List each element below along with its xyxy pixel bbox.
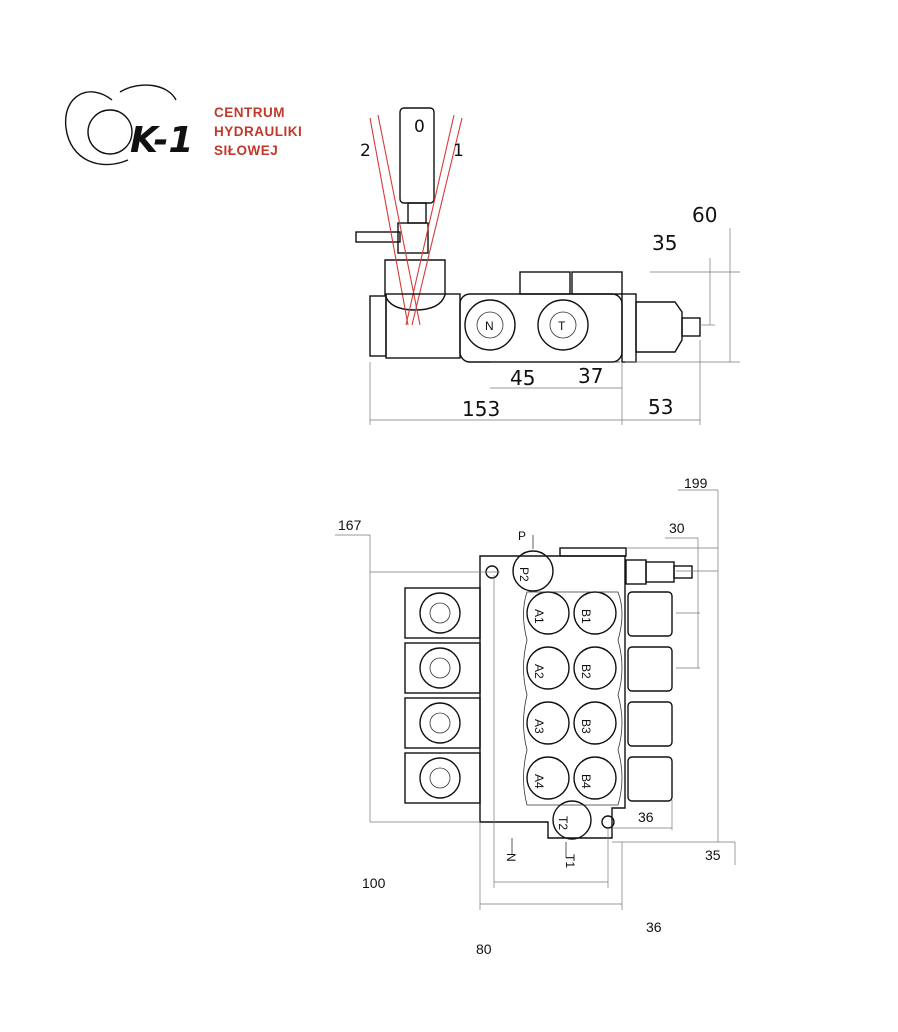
logo-swoosh-outer: [65, 91, 129, 166]
label-n: N: [504, 853, 518, 862]
spool-knob-2: [419, 647, 461, 689]
port-b4: [573, 756, 617, 800]
spool-end-4: [404, 752, 481, 804]
spool-cap-left: [369, 295, 387, 357]
port-n-hole: [476, 311, 504, 339]
dim-length-end: 53: [648, 395, 673, 419]
port-b3: [573, 701, 617, 745]
lever-boot: [384, 259, 446, 311]
dim-total-height: 199: [684, 475, 708, 491]
dim-port-spacing: 45: [510, 366, 535, 390]
logo-line-1: CENTRUM: [214, 105, 285, 120]
section-3: A3 B3: [404, 697, 673, 749]
port-a3: [526, 701, 570, 745]
dim-length-body: 153: [462, 397, 500, 421]
dim-width-inner: 100: [362, 875, 386, 891]
spring-cap-4: [627, 756, 673, 802]
spool-end-3: [404, 697, 481, 749]
relief-screw-top: [673, 565, 693, 579]
logo-line-3: SIŁOWEJ: [214, 143, 278, 158]
port-a4: [526, 756, 570, 800]
lever-position-neutral: 0: [414, 117, 425, 137]
dim-left-height: 167: [338, 517, 362, 533]
lever-shaft: [407, 202, 427, 224]
spool-housing: [385, 293, 461, 359]
logo-line-2: HYDRAULIKI: [214, 124, 302, 139]
logo-o-ring: [87, 109, 133, 155]
port-n-label: N: [485, 319, 494, 333]
logo-swoosh-top: [119, 84, 177, 101]
port-b3-label: B3: [579, 719, 593, 734]
lever-position-left: 2: [360, 141, 371, 161]
top-view: P2 P A1 B1 A2 B2: [335, 475, 736, 957]
port-b2: [573, 646, 617, 690]
port-b2-label: B2: [579, 664, 593, 679]
spool-knob-inner-4: [429, 767, 451, 789]
lever-swing-left-b: [377, 114, 421, 326]
lever-swing-left-a: [369, 117, 409, 326]
port-t-boss: [537, 299, 589, 351]
top-port-block-2: [571, 271, 623, 295]
port-t2-boss: [552, 800, 592, 840]
lever-swing-right-b: [405, 114, 455, 326]
port-p2-boss: [512, 550, 554, 592]
spring-cap-3: [627, 701, 673, 747]
port-a2-label: A2: [532, 664, 546, 679]
label-p: P: [518, 529, 526, 543]
spool-end-1: [404, 587, 481, 639]
spool-knob-4: [419, 757, 461, 799]
dim-bottom-offset: 35: [705, 847, 721, 863]
logo-mark: K-1: [130, 120, 193, 161]
dim-port-offset: 37: [578, 364, 603, 388]
spool-knob-inner-3: [429, 712, 451, 734]
dim-height-axis: 35: [652, 231, 677, 255]
relief-cap-top: [645, 561, 675, 583]
port-p2-label: P2: [517, 567, 531, 582]
section-2: A2 B2: [404, 642, 673, 694]
port-a2: [526, 646, 570, 690]
port-n-boss: [464, 299, 516, 351]
top-flange: [559, 547, 627, 557]
spool-knob-1: [419, 592, 461, 634]
spring-cap-1: [627, 591, 673, 637]
dim-section-pitch: 36: [638, 809, 654, 825]
lever-position-right: 1: [453, 141, 464, 161]
label-t1: T1: [563, 854, 577, 868]
spool-end-2: [404, 642, 481, 694]
dim-height-total: 60: [692, 203, 717, 227]
valve-body-top: [479, 555, 626, 839]
spring-cap-2: [627, 646, 673, 692]
spool-knob-3: [419, 702, 461, 744]
dim-width-outer: 80: [476, 941, 492, 957]
company-logo: K-1 CENTRUM HYDRAULIKI SIŁOWEJ: [65, 84, 302, 166]
lever-swing-right-a: [411, 117, 463, 326]
section-1: A1 B1: [404, 587, 673, 639]
dim-top-offset: 30: [669, 520, 685, 536]
port-a1-label: A1: [532, 609, 546, 624]
relief-adjuster: [681, 317, 701, 337]
port-a3-label: A3: [532, 719, 546, 734]
top-port-block-1: [519, 271, 571, 295]
relief-body-top: [625, 559, 647, 585]
lever-pin: [355, 231, 401, 243]
port-a4-label: A4: [532, 774, 546, 789]
port-b1-label: B1: [579, 609, 593, 624]
port-t2-label: T2: [556, 816, 570, 830]
spool-knob-inner-1: [429, 602, 451, 624]
spool-knob-inner-2: [429, 657, 451, 679]
side-view: 0 2 1 N T 60 35 45 3: [355, 107, 740, 425]
port-b4-label: B4: [579, 774, 593, 789]
end-plate: [621, 293, 637, 363]
dim-right-offset: 36: [646, 919, 662, 935]
port-t-hole: [549, 311, 577, 339]
lever-pivot: [397, 222, 429, 254]
section-4: A4 B4: [404, 752, 673, 804]
relief-valve: [635, 301, 683, 353]
port-t-label: T: [558, 319, 566, 333]
port-island-outline: [523, 591, 623, 806]
